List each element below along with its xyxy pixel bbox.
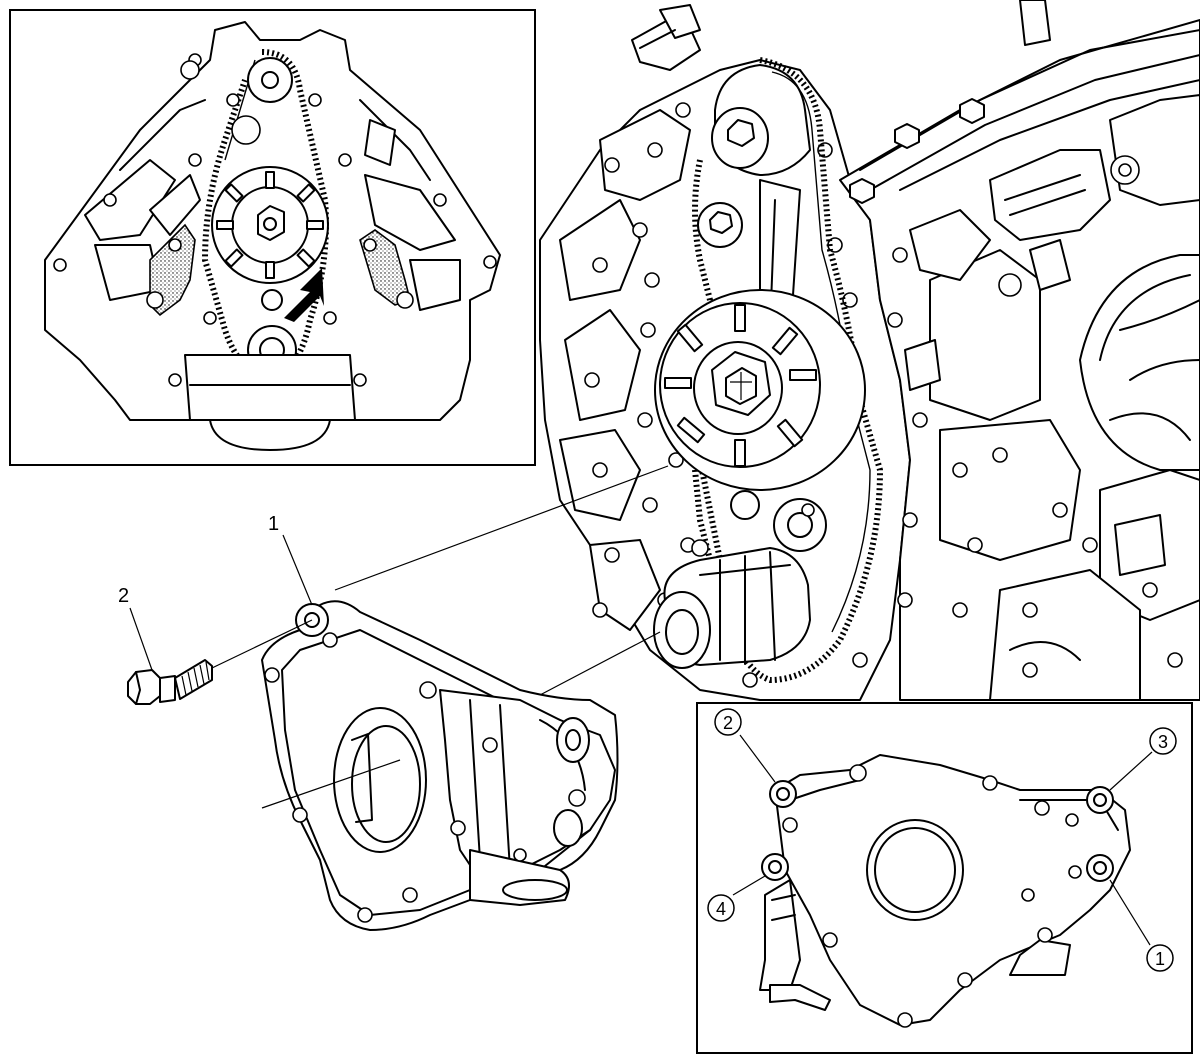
sequence-callout-2: 2	[714, 708, 776, 783]
sequence-number-3: 3	[1158, 732, 1168, 752]
inset-timing-chain-view	[9, 9, 536, 466]
sequence-callout-4: 4	[707, 875, 766, 922]
callout-label-bolt: 2	[118, 585, 129, 607]
sequence-inset-bore	[866, 819, 964, 921]
engine-block-front-view	[539, 0, 1200, 701]
sequence-callout-1: 1	[1109, 879, 1174, 972]
cylinder-head-bolts	[849, 98, 985, 204]
reluctor-wheel-slots	[664, 304, 817, 467]
pump-bolt-bosses	[264, 603, 586, 923]
crankshaft-snout	[653, 547, 811, 669]
sequence-number-1: 1	[1155, 949, 1165, 969]
timing-drive-main-view	[653, 57, 884, 684]
callout-label-oil-pump: 1	[268, 513, 279, 535]
callout-2: 2	[118, 585, 153, 671]
sequence-number-2: 2	[723, 713, 733, 733]
block-bolt-holes	[584, 102, 1183, 688]
oil-pump-bolt	[127, 659, 213, 705]
inset-bolt-holes	[53, 53, 497, 387]
sequence-number-4: 4	[716, 899, 726, 919]
sequence-callout-3: 3	[1109, 727, 1177, 791]
alignment-lines	[211, 465, 669, 809]
sequence-inset-bolts	[761, 764, 1114, 1028]
oil-pump-exploded	[261, 600, 619, 931]
camshaft-sensor	[631, 4, 701, 71]
inset-reluctor-slots	[216, 171, 324, 279]
oil-pump-bore	[333, 707, 427, 853]
callout-1: 1	[268, 513, 313, 606]
inset-direction-arrow	[284, 268, 324, 322]
inset-bolt-tightening-sequence: 2 3 4 1	[696, 702, 1193, 1054]
